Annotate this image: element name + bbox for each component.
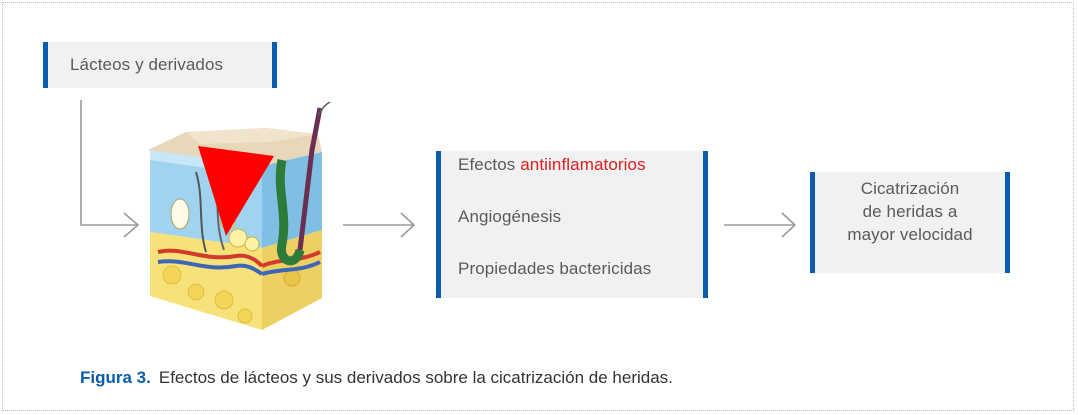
connector-arrow-2 bbox=[343, 212, 416, 238]
connector-arrow-1 bbox=[80, 100, 140, 238]
effect-antiinflammatory: Efectos antiinflamatorios bbox=[458, 155, 646, 175]
effect-angiogenesis: Angiogénesis bbox=[458, 207, 562, 226]
outcome-line-3: mayor velocidad bbox=[847, 225, 973, 244]
caption-label: Figura 3. bbox=[80, 368, 151, 387]
effect-bactericidal: Propiedades bactericidas bbox=[458, 259, 652, 278]
effect-highlight: antiinflamatorios bbox=[520, 155, 646, 174]
outcome-line-2: de heridas a bbox=[862, 202, 958, 221]
connector-arrow-3 bbox=[724, 212, 797, 238]
figure-caption: Figura 3. Efectos de lácteos y sus deriva… bbox=[80, 368, 673, 388]
source-label: Lácteos y derivados bbox=[70, 55, 224, 74]
skin-cross-section-illustration bbox=[148, 101, 331, 330]
effect-prefix: Efectos bbox=[458, 155, 521, 174]
caption-text: Efectos de lácteos y sus derivados sobre… bbox=[158, 368, 673, 387]
outcome-line-1: Cicatrización bbox=[860, 179, 960, 198]
source-box: Lácteos y derivados bbox=[43, 42, 277, 88]
effects-box: Efectos antiinflamatorios Angiogénesis P… bbox=[436, 151, 708, 298]
outcome-box: Cicatrización de heridas a mayor velocid… bbox=[810, 172, 1010, 273]
